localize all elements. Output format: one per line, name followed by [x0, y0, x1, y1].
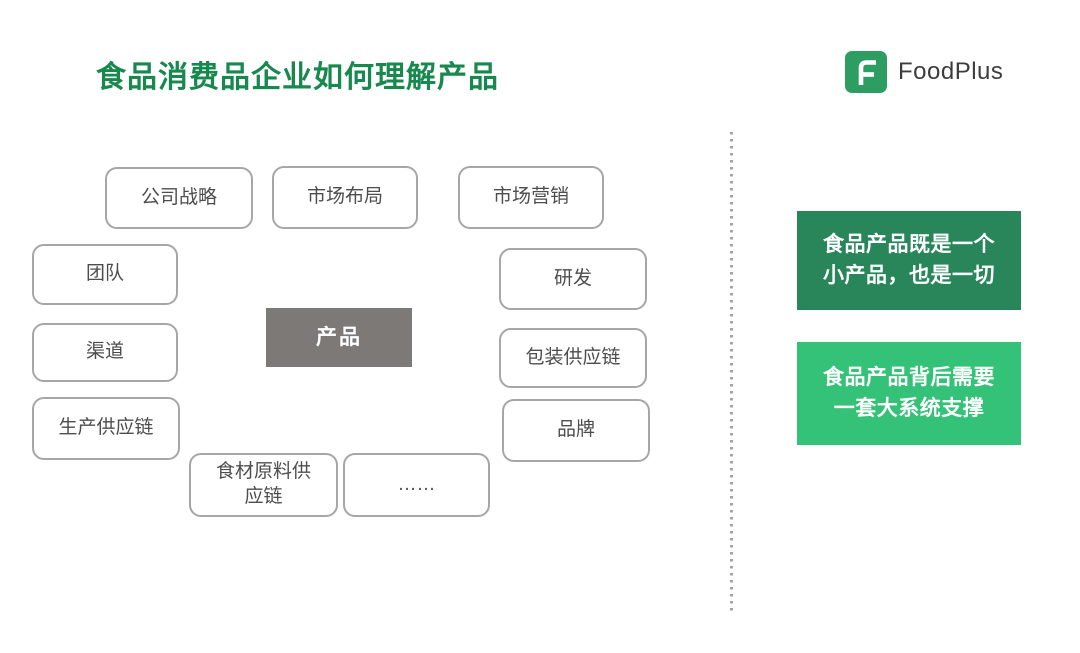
- foodplus-logo-icon: [845, 51, 887, 93]
- page-title: 食品消费品企业如何理解产品: [96, 61, 499, 94]
- node-market-layout: 市场布局: [272, 166, 418, 229]
- node-product-center: 产品: [266, 308, 412, 367]
- foodplus-logo: FoodPlus: [845, 51, 1003, 93]
- node-brand: 品牌: [502, 399, 650, 462]
- callout-big-system: 食品产品背后需要 一套大系统支撑: [797, 342, 1021, 445]
- brand-name: FoodPlus: [898, 58, 1004, 85]
- node-marketing: 市场营销: [458, 166, 604, 229]
- node-ingredient-supply-chain: 食材原料供 应链: [189, 453, 338, 517]
- callout-small-product: 食品产品既是一个 小产品，也是一切: [797, 211, 1021, 310]
- node-production-supply-chain: 生产供应链: [32, 397, 180, 460]
- dotted-divider: [730, 132, 733, 612]
- node-rnd: 研发: [499, 248, 647, 310]
- node-team: 团队: [32, 244, 178, 305]
- node-ellipsis: ……: [343, 453, 490, 517]
- node-company-strategy: 公司战略: [105, 167, 253, 229]
- node-channel: 渠道: [32, 323, 178, 382]
- node-packaging-supply-chain: 包装供应链: [499, 328, 647, 388]
